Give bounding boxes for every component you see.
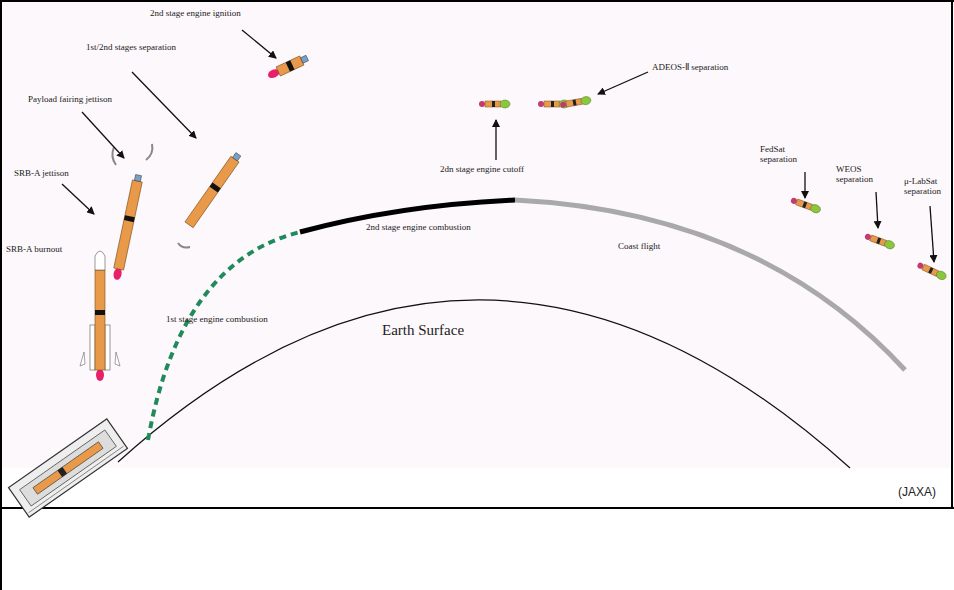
leader-arrow: [598, 72, 648, 94]
leader-arrow: [495, 120, 496, 160]
rocket-figure: [185, 151, 243, 227]
event-label: SRB-A burnout: [6, 244, 78, 254]
phase-label: 1st stage engine combustion: [166, 314, 276, 324]
rocket-figure: [111, 174, 143, 281]
launch-pad: [9, 419, 128, 517]
frame-line: [951, 0, 953, 508]
phase-label: Coast flight: [618, 241, 708, 251]
satellite-stage: [864, 232, 896, 250]
leader-arrow: [930, 206, 934, 262]
leader-arrows: [62, 30, 934, 262]
rocket-figure: [90, 251, 110, 381]
frame-line: [0, 507, 954, 509]
earth-surface: [118, 300, 850, 468]
earth-label: Earth Surface: [382, 322, 532, 339]
event-label: 2nd stage engine ignition: [150, 8, 290, 18]
frame-line: [0, 0, 2, 590]
event-label: SRB-A jettison: [14, 168, 94, 178]
leader-arrow: [82, 112, 124, 158]
satellite-stage: [560, 96, 592, 109]
event-label: Payload fairing jettison: [28, 94, 138, 104]
satellite-stage: [916, 261, 947, 281]
event-label: 2dn stage engine cutoff: [440, 164, 580, 174]
phase-label: 2nd stage engine combustion: [366, 222, 476, 232]
leader-arrow: [132, 72, 196, 138]
leader-arrow: [876, 192, 878, 228]
event-label: ADEOS-Ⅱ separation: [652, 62, 792, 72]
leader-arrow: [242, 30, 276, 58]
leader-arrow: [804, 172, 805, 198]
rocket-figure: [266, 53, 309, 80]
coast-path: [515, 200, 905, 370]
event-label: FedSat separation: [760, 144, 820, 165]
event-label: WEOS separation: [836, 164, 896, 185]
source-credit: (JAXA): [898, 486, 950, 500]
event-label: 1st/2nd stages separation: [86, 42, 176, 52]
leader-arrow: [62, 184, 94, 214]
satellite-stage: [479, 100, 510, 108]
first-stage-path: [148, 232, 300, 440]
diagram-ground: [2, 2, 950, 468]
frame-line: [0, 0, 954, 2]
satellite-stage: [790, 196, 822, 214]
second-stage-path: [300, 200, 515, 232]
event-label: μ-LabSat separation: [904, 176, 950, 197]
satellite-stage: [538, 100, 569, 108]
